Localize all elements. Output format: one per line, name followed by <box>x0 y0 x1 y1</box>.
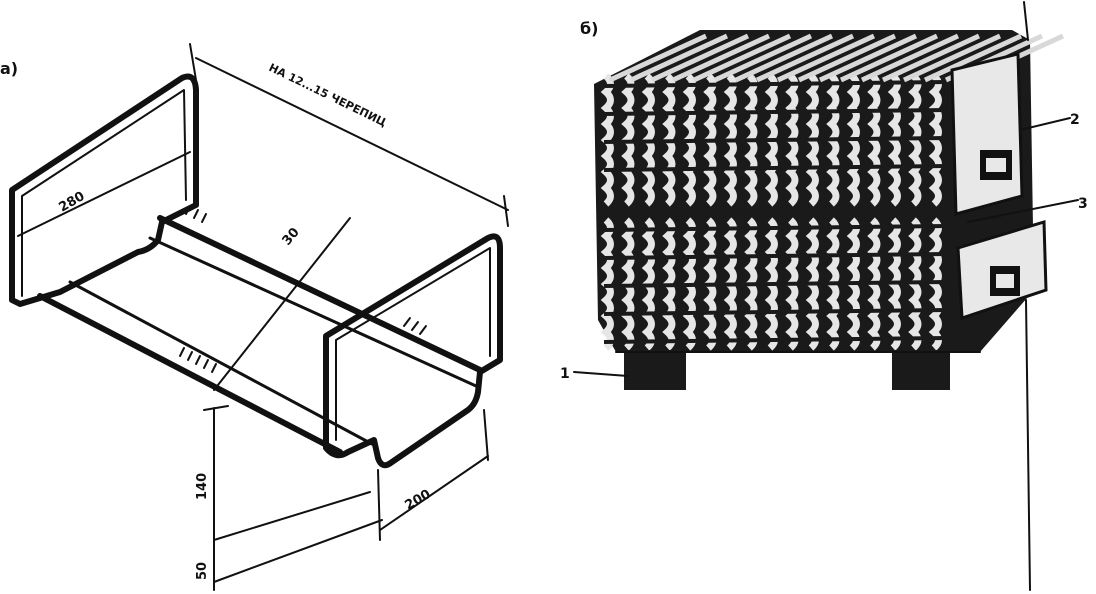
tile-grid <box>600 33 1065 351</box>
stack-side-upper <box>950 52 1024 216</box>
tile-top-ridge <box>608 33 708 83</box>
stack-foot-left <box>624 350 686 390</box>
panel-a-label: а) <box>0 59 18 78</box>
callout-2: 2 <box>1070 112 1080 128</box>
panel-a-wire-rack: а) НА 12...15 ЧЕРЕПИЦ 280 30 <box>0 43 509 591</box>
stack-foot-right <box>892 350 950 390</box>
rack-rod-mid <box>68 280 374 446</box>
rack-rod-left <box>37 293 343 455</box>
stack-axis-line <box>1023 1 1031 591</box>
panel-b-label: б) <box>580 19 598 38</box>
tile-top-ridge <box>881 33 981 83</box>
panel-b-tile-stack: б) 1 2 3 <box>560 1 1088 591</box>
tile-top-ridge <box>650 33 750 83</box>
tile-top-ridge <box>692 33 792 83</box>
dim-140-label: 140 <box>195 473 210 500</box>
tile-row-line <box>603 80 949 88</box>
tile-top-ridge <box>797 33 897 83</box>
tile-top-ridge <box>818 33 918 83</box>
dim-top-label: НА 12...15 ЧЕРЕПИЦ <box>267 61 389 129</box>
dim-200-label: 200 <box>403 487 434 514</box>
tile-row-line <box>603 252 949 260</box>
handle-upper-inner <box>986 158 1006 172</box>
tile-top-ridge <box>902 33 1002 83</box>
tile-row-line <box>603 164 949 172</box>
dim-30-label: 30 <box>280 225 303 249</box>
tile-row-line <box>603 308 949 316</box>
tile-row-line <box>603 108 949 116</box>
rack-rod-right <box>157 215 483 373</box>
tile-top-ridge <box>860 33 960 83</box>
handle-lower-inner <box>996 274 1014 288</box>
tile-row-line <box>603 224 949 232</box>
rack-hatching <box>179 205 427 373</box>
tile-row-line <box>603 336 949 344</box>
tile-top-ridge <box>923 33 1023 83</box>
tile-row-line <box>603 136 949 144</box>
tile-top-ridge <box>713 33 813 83</box>
tile-top-ridge <box>839 33 939 83</box>
dim-line-top <box>195 57 509 211</box>
rack-front-frame <box>323 233 503 469</box>
tile-top-ridge <box>671 33 771 83</box>
tile-row-line <box>603 280 949 288</box>
tile-top-ridge <box>755 33 855 83</box>
callout-1: 1 <box>560 366 570 382</box>
dim-50-label: 50 <box>195 562 210 580</box>
dim-280-label: 280 <box>57 189 88 216</box>
callout-3: 3 <box>1078 196 1088 212</box>
tile-top-ridge <box>734 33 834 83</box>
tile-top-ridge <box>629 33 729 83</box>
rack-back-frame <box>9 73 199 307</box>
tile-top-ridge <box>776 33 876 83</box>
